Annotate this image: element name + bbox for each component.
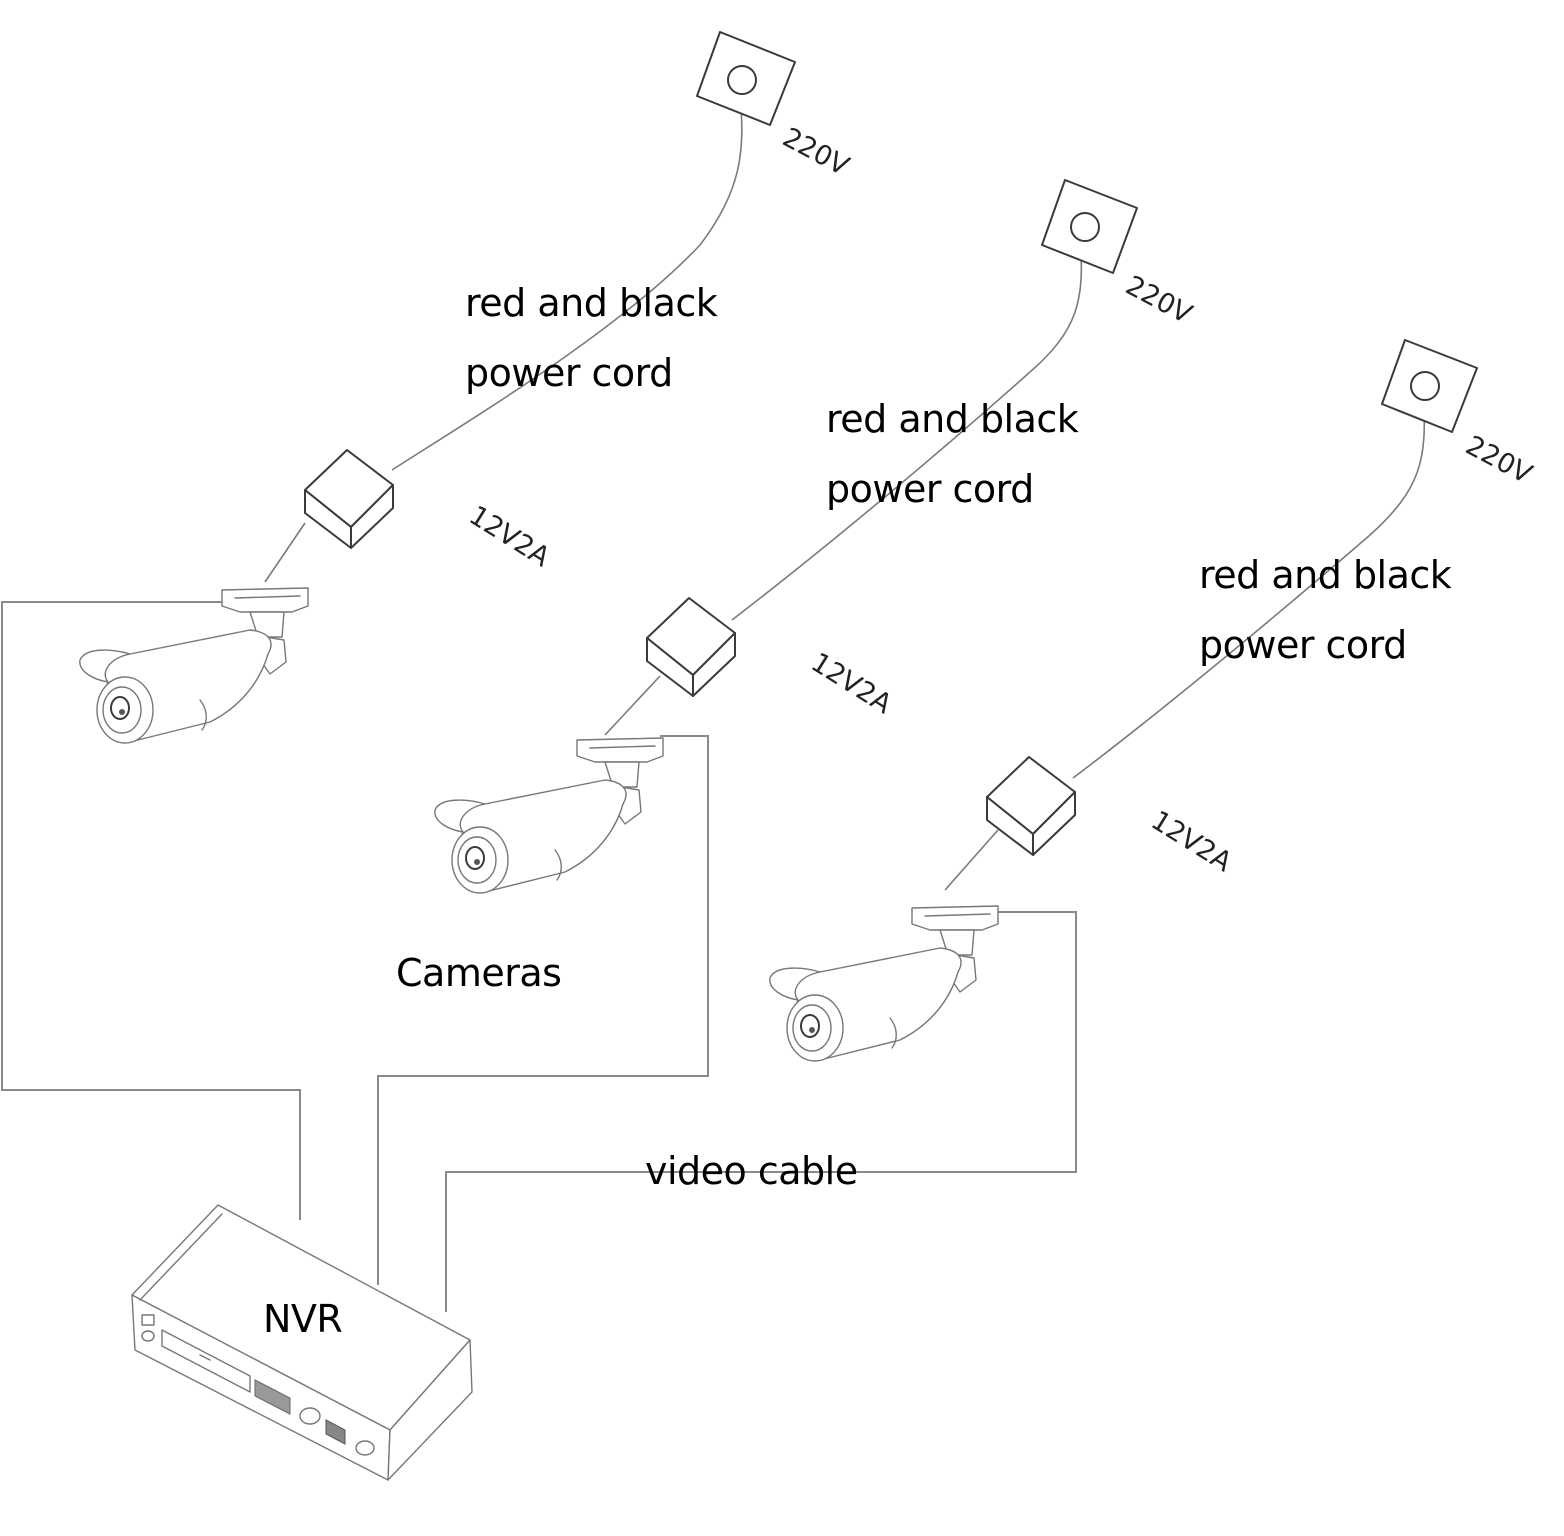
power-cord-2-low [604, 675, 661, 736]
outlet-icon [1041, 179, 1138, 274]
power-cord-label-1-line1: red and black [465, 281, 718, 325]
outlet-icon [696, 31, 796, 126]
power-adapter-icon [304, 449, 394, 549]
bullet-camera-icon [79, 587, 309, 744]
power-cord-1-low [264, 522, 306, 583]
power-cord-label-2-line1: red and black [826, 397, 1079, 441]
power-cord-label-3-line2: power cord [1199, 623, 1407, 667]
power-cord-label-1-line2: power cord [465, 351, 673, 395]
power-cord-1 [391, 94, 743, 471]
power-cord-3-low [944, 829, 999, 891]
video-cable-1 [1, 601, 301, 1220]
power-adapter-icon [986, 756, 1076, 856]
power-cord-label-3: red and black power cord [1199, 540, 1452, 680]
bullet-camera-icon [434, 737, 664, 894]
nvr-label: NVR [263, 1297, 343, 1341]
power-cord-label-3-line1: red and black [1199, 553, 1452, 597]
bullet-camera-icon [769, 905, 999, 1062]
power-cord-label-1: red and black power cord [465, 268, 718, 408]
video-cable-label: video cable [645, 1149, 858, 1193]
video-cable-3 [445, 911, 1077, 1312]
outlet-icon [1381, 339, 1478, 433]
cameras-label: Cameras [396, 951, 562, 995]
video-cable-2 [377, 735, 709, 1285]
power-adapter-icon [646, 597, 736, 697]
power-cord-label-2-line2: power cord [826, 467, 1034, 511]
nvr-recorder-icon [131, 1204, 473, 1481]
power-cord-2 [731, 237, 1083, 621]
power-cord-3 [1072, 394, 1426, 779]
power-cord-label-2: red and black power cord [826, 384, 1079, 524]
